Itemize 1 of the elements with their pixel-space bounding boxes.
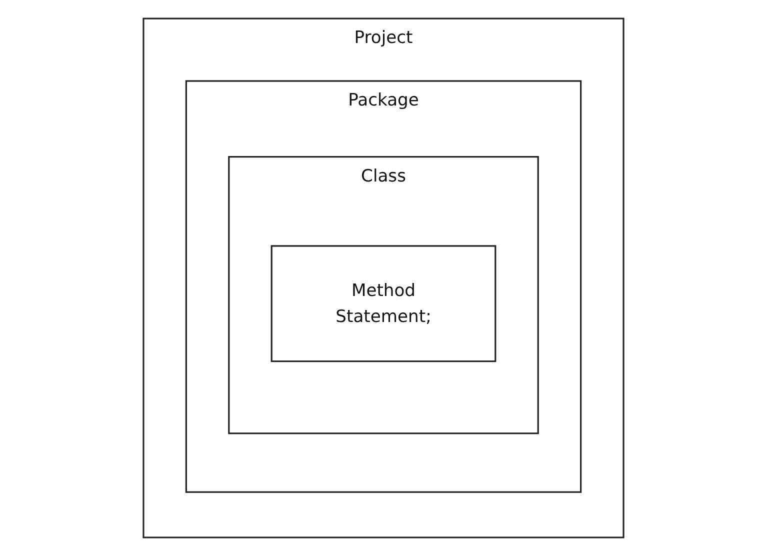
node-box: Method Statement; [270, 245, 496, 362]
